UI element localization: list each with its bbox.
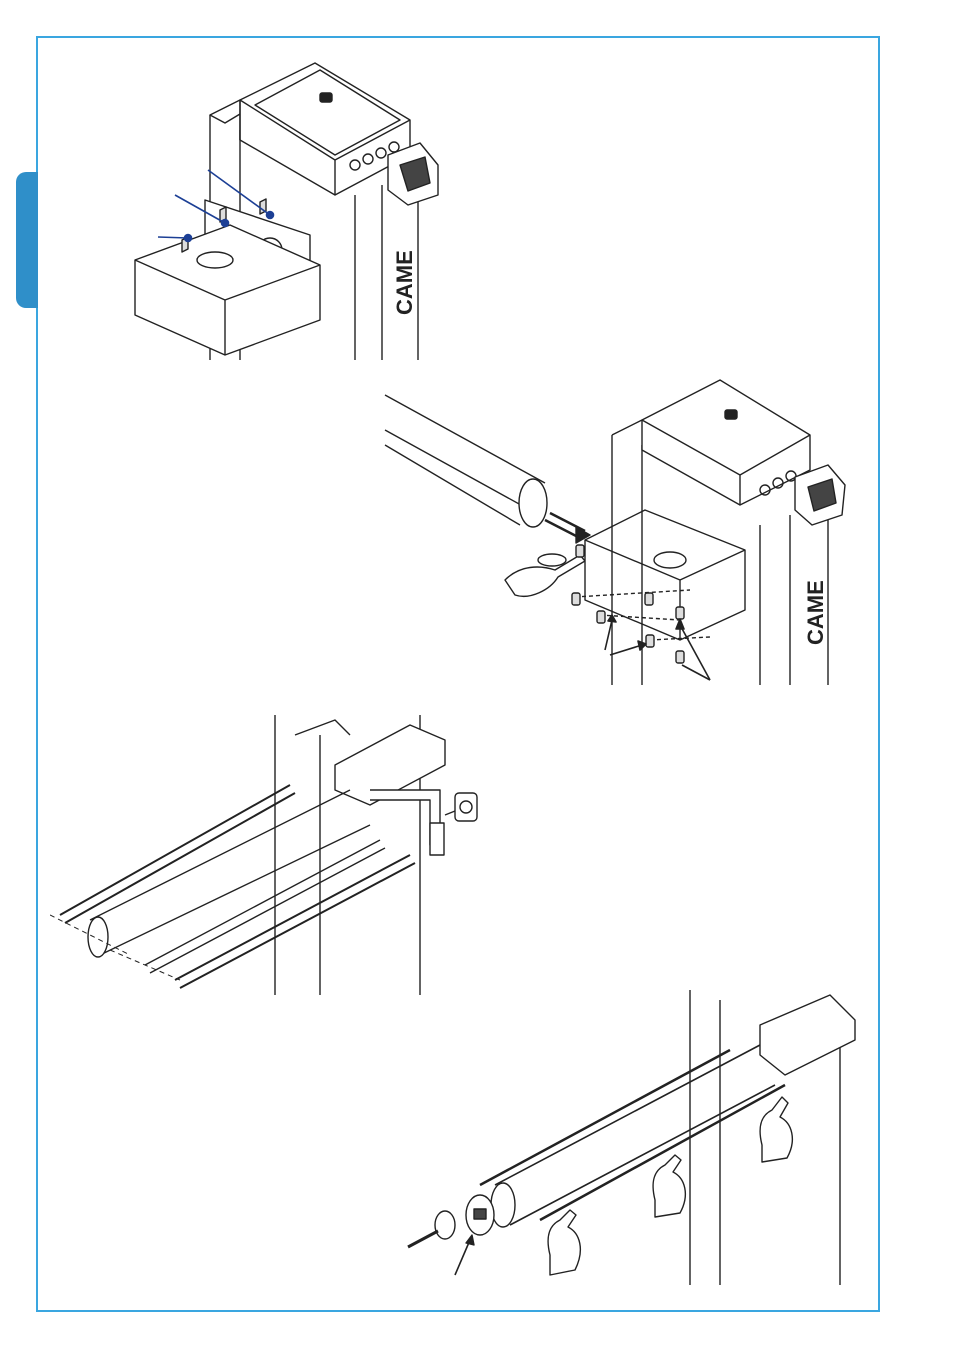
figure-bracket-plate-assembly: CAME — [120, 55, 440, 360]
section-side-tab — [16, 172, 38, 308]
brand-logo-text-2: CAME — [803, 580, 828, 645]
brand-logo-text: CAME — [392, 250, 417, 315]
figure-boom-bracket-screws: CAME — [380, 375, 860, 685]
figure-boom-cap-insertion — [400, 985, 860, 1285]
figure-boom-profile-measure — [50, 715, 500, 995]
